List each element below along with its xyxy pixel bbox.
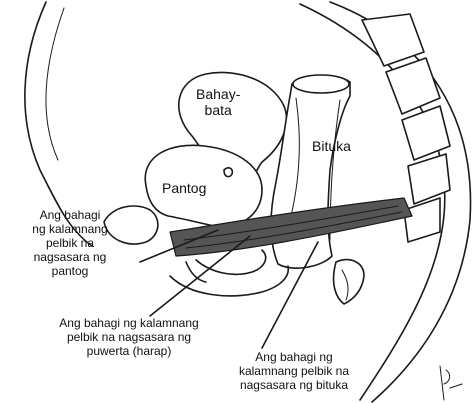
abdomen-outline-inner xyxy=(46,8,64,160)
uterus-label-line-1: Bahay- xyxy=(196,86,240,102)
uterus-label: Bahay- bata xyxy=(196,86,240,118)
callout-bowel-muscle: Ang bahagi ng kalamnang pelbik na nagsas… xyxy=(214,350,374,392)
uterus-label-line-2: bata xyxy=(196,102,240,118)
callout-vagina-muscle: Ang bahagi ng kalamnang pelbik na nagsas… xyxy=(30,316,228,358)
bowel-opening xyxy=(293,75,349,93)
callout-bladder-muscle-line-3: pelbik na xyxy=(4,236,136,250)
callout-bowel-muscle-line-2: kalamnang pelbik na xyxy=(214,364,374,378)
artist-signature xyxy=(440,366,462,400)
callout-vagina-muscle-line-2: pelbik na nagsasara ng xyxy=(30,330,228,344)
callout-bladder-muscle-line-2: ng kalamnang xyxy=(4,222,136,236)
bladder-label: Pantog xyxy=(162,180,206,196)
callout-bowel-muscle-line-1: Ang bahagi ng xyxy=(214,350,374,364)
callout-bladder-muscle-line-4: nagsasara ng xyxy=(4,250,136,264)
anus-tissue xyxy=(334,260,364,304)
bowel-label: Bituka xyxy=(312,138,351,154)
callout-bladder-muscle-line-1: Ang bahagi xyxy=(4,208,136,222)
callout-vagina-muscle-line-1: Ang bahagi ng kalamnang xyxy=(30,316,228,330)
callout-bowel-muscle-line-3: nagsasara ng bituka xyxy=(214,378,374,392)
callout-bladder-muscle-line-5: pantog xyxy=(4,264,136,278)
perineum-fold xyxy=(170,266,288,296)
callout-bladder-muscle: Ang bahagi ng kalamnang pelbik na nagsas… xyxy=(4,208,136,278)
callout-vagina-muscle-line-3: puwerta (harap) xyxy=(30,344,228,358)
